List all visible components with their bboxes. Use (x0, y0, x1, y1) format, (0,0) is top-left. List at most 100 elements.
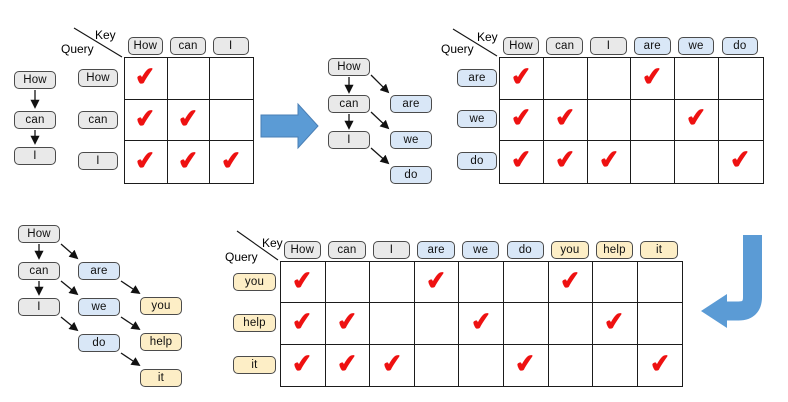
step2-existing-token-How: How (328, 58, 370, 76)
step2-cell-do-I: ✔ (588, 141, 632, 183)
step1-cell-How-can (167, 58, 211, 100)
step3-col2-token-do: do (78, 334, 120, 352)
step3-col3-token-it: it (140, 369, 182, 387)
check-icon: ✔ (640, 61, 665, 92)
step3-cell-it-do: ✔ (504, 344, 549, 387)
flow-arrow (370, 147, 390, 165)
step2-cell-are-do (718, 58, 763, 100)
check-icon: ✔ (335, 348, 360, 379)
step2-query-we: we (457, 110, 497, 129)
step2-cell-do-do: ✔ (719, 141, 763, 183)
step3-col2-token-we: we (78, 298, 120, 316)
step1-cell-can-can: ✔ (167, 99, 211, 142)
check-icon: ✔ (684, 103, 709, 134)
step3-key-are: are (417, 241, 455, 259)
step1-key-How: How (127, 37, 164, 55)
next-step-right-arrow-icon (260, 102, 319, 150)
check-icon: ✔ (290, 348, 315, 379)
step1-token-I: I (14, 147, 56, 165)
step1-query-How: How (78, 68, 118, 87)
flow-arrow (120, 316, 141, 331)
step2-cell-are-are: ✔ (631, 58, 676, 100)
step1-cell-can-I (210, 100, 254, 142)
check-icon: ✔ (335, 307, 360, 338)
step3-cell-you-can (325, 262, 371, 304)
step3-cell-you-we (459, 262, 504, 304)
step3-cell-help-can: ✔ (325, 303, 371, 345)
check-icon: ✔ (176, 145, 201, 176)
step2-key-do: do (721, 37, 759, 55)
step3-col2-token-are: are (78, 262, 120, 280)
step3-cell-it-are (415, 344, 460, 387)
step3-query-axis-label: Query (225, 250, 258, 264)
step2-cell-we-are (631, 99, 676, 142)
step2-cell-are-can (543, 58, 588, 100)
step2-existing-token-I: I (328, 131, 370, 149)
step3-cell-you-it (637, 262, 683, 304)
step1-axis-diagonal (73, 27, 123, 58)
step2-generated-token-are: are (390, 95, 432, 113)
check-icon: ✔ (728, 145, 753, 176)
flow-arrow (60, 243, 79, 260)
wrap-arrow-head (701, 294, 727, 328)
step2-key-are: are (633, 37, 671, 55)
step2-cell-we-do (718, 100, 763, 142)
step2-cell-we-I (587, 99, 632, 142)
step3-col1-token-How: How (18, 225, 60, 243)
step3-query-help: help (233, 314, 276, 333)
check-icon: ✔ (553, 145, 577, 176)
step2-query-are: are (457, 68, 497, 87)
step1-key-axis-label: Key (95, 28, 116, 42)
step2-generated-token-do: do (390, 166, 432, 184)
check-icon: ✔ (290, 307, 315, 338)
check-icon: ✔ (509, 145, 534, 176)
step2-cell-do-How: ✔ (500, 141, 544, 183)
step3-cell-help-are (414, 303, 460, 345)
step2-key-How: How (502, 37, 540, 55)
step1-cell-can-How: ✔ (125, 99, 168, 142)
step3-cell-help-How: ✔ (281, 303, 326, 345)
step2-key-I: I (590, 37, 627, 55)
step3-key-How: How (283, 241, 322, 259)
wrap-arrow-elbow (727, 235, 762, 321)
step3-cell-you-do (503, 262, 549, 304)
step3-col1-token-I: I (18, 298, 60, 316)
check-icon: ✔ (469, 307, 493, 338)
step2-cell-do-we (675, 141, 719, 183)
check-icon: ✔ (133, 145, 158, 176)
step1-cell-How-I (210, 58, 254, 100)
step3-cell-you-are: ✔ (414, 262, 460, 304)
check-icon: ✔ (176, 103, 201, 134)
step3-key-you: you (551, 241, 589, 259)
step3-cell-help-it (637, 303, 683, 345)
check-icon: ✔ (133, 61, 158, 92)
check-icon: ✔ (133, 103, 158, 134)
step1-cell-How-How: ✔ (125, 58, 168, 100)
step3-attention-matrix: ✔✔✔✔✔✔✔✔✔✔✔✔ (280, 261, 684, 388)
check-icon: ✔ (509, 61, 534, 92)
step3-key-it: it (640, 241, 678, 259)
step2-cell-we-we: ✔ (675, 99, 719, 142)
step3-query-you: you (233, 272, 276, 291)
flow-arrow (370, 111, 390, 130)
check-icon: ✔ (424, 265, 449, 296)
step3-cell-it-help (593, 344, 638, 387)
check-icon: ✔ (219, 145, 244, 176)
step1-cell-I-How: ✔ (125, 141, 168, 184)
check-icon: ✔ (509, 103, 534, 134)
flow-arrow (370, 74, 390, 94)
flow-arrow (60, 316, 79, 332)
check-icon: ✔ (553, 103, 577, 134)
step3-key-can: can (328, 241, 366, 259)
wrap-down-left-arrow-icon (701, 235, 762, 328)
step3-cell-you-help (593, 262, 638, 304)
step3-cell-help-we: ✔ (459, 303, 504, 345)
step3-cell-help-help: ✔ (593, 303, 638, 345)
step3-cell-help-you (548, 303, 594, 345)
step2-cell-are-I (587, 58, 632, 100)
step3-query-it: it (233, 355, 276, 374)
step2-query-axis-label: Query (441, 42, 474, 56)
step2-axis-diagonal (452, 28, 498, 57)
check-icon: ✔ (513, 348, 538, 379)
